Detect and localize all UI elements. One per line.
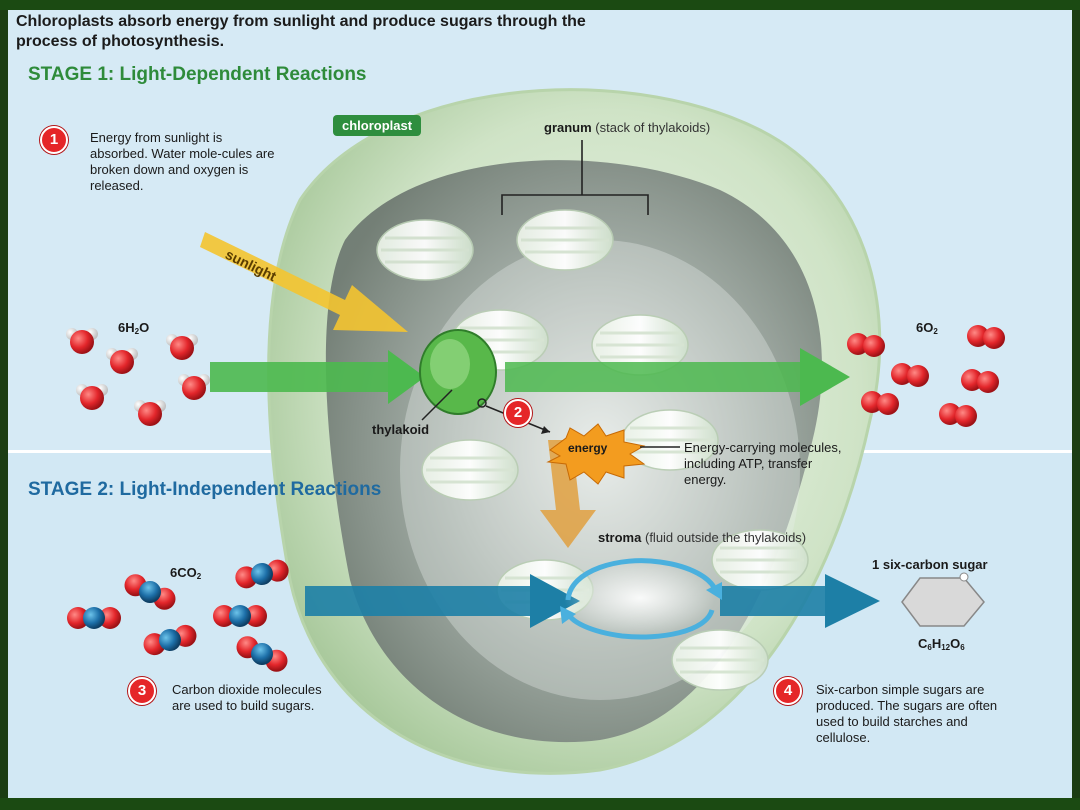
oxygen-molecule-icon (891, 363, 929, 387)
stage2-title: STAGE 2: Light-Independent Reactions (28, 479, 382, 500)
top-border (0, 0, 1080, 10)
glucose-h-sub: 12 (941, 643, 951, 652)
glucose-h: H (931, 636, 942, 651)
water-molecule-icon (166, 334, 198, 360)
glucose-o-sub: 6 (960, 643, 965, 652)
glucose-c-sub: 6 (927, 643, 932, 652)
step3-badge: 3 (128, 677, 156, 705)
chloroplast-label: chloroplast (333, 115, 422, 136)
glucose-c: C (918, 636, 928, 651)
granum-bracket (501, 140, 649, 215)
bottom-border (0, 798, 1080, 810)
stage1-title: STAGE 1: Light-Dependent Reactions (28, 64, 367, 85)
thylakoid-highlight (419, 329, 497, 415)
co2-formula-sub: 2 (196, 572, 202, 581)
step4-text: Six-carbon simple sugars are produced. T… (816, 682, 998, 745)
step2-pointer (477, 398, 551, 434)
calvin-cycle-icon (560, 558, 722, 640)
water-molecule-icon (106, 348, 138, 374)
oxygen-molecule-icon (847, 333, 885, 357)
granum-note: (stack of thylakoids) (595, 120, 711, 135)
sunlight-arrow (200, 232, 408, 332)
step4-badge: 4 (774, 677, 802, 705)
co2-molecule-icon (67, 607, 121, 629)
sugar-label: 1 six-carbon sugar (872, 557, 988, 572)
water-molecule-icon (178, 374, 210, 400)
step1-badge: 1 (40, 126, 68, 154)
oxygen-formula-prefix: 6O (916, 320, 934, 335)
step2-badge: 2 (504, 399, 532, 427)
oxygen-formula: 6O2 (916, 320, 938, 336)
glucose-o: O (950, 636, 961, 651)
water-formula-suffix: O (139, 320, 150, 335)
hexagon-sugar-icon (901, 572, 985, 627)
water-molecule-icon (76, 384, 108, 410)
co2-molecule-icon (141, 622, 199, 658)
water-formula-sub: 2 (134, 327, 140, 336)
granum-label: granum (stack of thylakoids) (544, 120, 710, 135)
stroma-label: stroma (fluid outside the thylakoids) (598, 530, 806, 545)
step3-text: Carbon dioxide molecules are used to bui… (172, 682, 322, 713)
co2-formula: 6CO2 (170, 565, 201, 581)
blue-arrow (305, 574, 880, 628)
thylakoid-pointer (421, 389, 453, 421)
green-arrow (210, 348, 850, 406)
glucose-formula: C6H12O6 (918, 636, 965, 652)
water-molecule-icon (134, 400, 166, 426)
co2-molecule-icon (232, 632, 292, 676)
energy-label: energy (568, 441, 608, 455)
stroma-term: stroma (598, 530, 642, 545)
co2-molecule-icon (213, 605, 267, 627)
water-molecules (66, 328, 210, 426)
oxygen-molecule-icon (967, 325, 1005, 349)
energy-arrow (540, 440, 596, 548)
oxygen-molecule-icon (961, 369, 999, 393)
stroma-note: (fluid outside the thylakoids) (644, 530, 807, 545)
co2-formula-prefix: 6CO (170, 565, 197, 580)
water-formula: 6H2O (118, 320, 149, 336)
granum-term: granum (544, 120, 592, 135)
oxygen-molecule-icon (939, 403, 977, 427)
co2-molecule-icon (233, 557, 291, 591)
water-formula-prefix: 6H (118, 320, 135, 335)
step1-text: Energy from sunlight is absorbed. Water … (90, 130, 275, 193)
oxygen-molecule-icon (861, 391, 899, 415)
oxygen-formula-sub: 2 (933, 327, 938, 336)
water-molecule-icon (66, 328, 98, 354)
page-title: Chloroplasts absorb energy from sunlight… (16, 13, 586, 50)
thylakoid-label: thylakoid (372, 422, 430, 437)
energy-burst-icon (546, 423, 646, 485)
energy-carrying-text: Energy-carrying molecules, including ATP… (684, 440, 842, 487)
